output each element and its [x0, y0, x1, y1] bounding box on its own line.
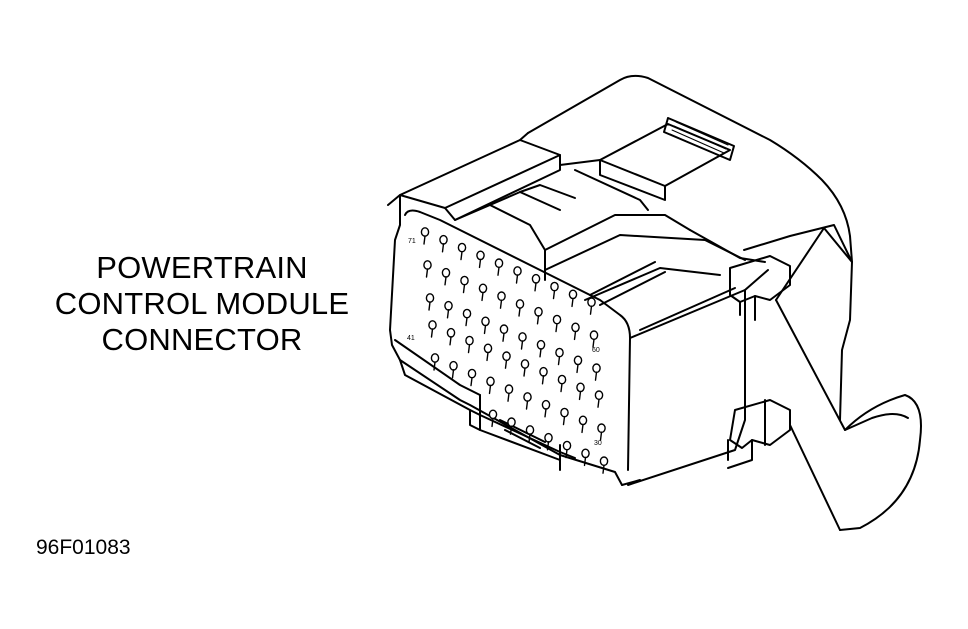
pin-label-71: 71: [408, 238, 416, 245]
pin-terminal: [555, 347, 564, 366]
connector-side-clips: [727, 255, 791, 469]
pin-terminal: [497, 291, 506, 309]
connector-right-side: [621, 269, 769, 486]
pin-terminal: [589, 330, 599, 348]
pin-terminal: [481, 316, 490, 335]
pin-terminal: [518, 332, 527, 350]
pin-terminal: [515, 299, 525, 317]
pin-terminal: [483, 343, 493, 362]
title-line-3: CONNECTOR: [101, 322, 303, 357]
pin-terminal: [536, 339, 546, 358]
pin-terminal: [428, 320, 437, 338]
pin-terminal: [578, 415, 588, 434]
pin-terminal: [539, 366, 548, 385]
pin-terminal: [502, 351, 511, 369]
title-line-1: POWERTRAIN: [96, 250, 308, 285]
pin-terminal: [439, 234, 448, 253]
pin-terminal: [594, 390, 604, 408]
pin-terminal: [425, 293, 435, 311]
pin-terminal: [486, 376, 495, 395]
pin-terminal: [457, 242, 467, 261]
connector-rear-shroud: [519, 74, 853, 421]
pin-terminal: [488, 409, 498, 428]
pin-terminal: [573, 355, 583, 374]
pin-terminal: [507, 417, 516, 435]
title-line-2: CONTROL MODULE: [54, 286, 350, 321]
connector-title: POWERTRAIN CONTROL MODULE CONNECTOR: [24, 250, 380, 358]
pin-terminal: [465, 335, 474, 354]
pin-terminal: [499, 324, 509, 342]
pin-terminal: [550, 281, 559, 300]
pin-terminal: [467, 368, 477, 387]
wire-harness-strap: [775, 227, 922, 531]
pin-terminal: [504, 384, 514, 402]
pin-terminal: [449, 360, 458, 379]
pin-terminal: [420, 227, 430, 245]
pin-terminal: [441, 267, 451, 286]
pin-terminal: [446, 327, 456, 346]
pin-number-labels: 71 41 60 30: [407, 238, 602, 447]
pin-terminal: [478, 283, 488, 302]
connector-top-latch: [559, 117, 735, 211]
pin-terminal: [571, 322, 580, 341]
pin-terminal: [531, 273, 541, 292]
pin-terminal: [523, 392, 532, 410]
pin-terminal: [525, 425, 535, 443]
pin-terminal: [587, 297, 596, 315]
pin-terminal: [576, 382, 585, 401]
pin-terminal: [513, 266, 522, 284]
pin-terminal: [541, 399, 551, 418]
pin-terminal: [494, 258, 504, 276]
connector-top-rails: [399, 139, 766, 306]
pin-terminal-grid: [420, 227, 609, 474]
pin-terminal: [520, 359, 530, 377]
pin-label-41: 41: [407, 335, 415, 342]
pin-terminal: [460, 275, 469, 294]
pin-terminal: [430, 353, 440, 371]
pin-terminal: [444, 300, 453, 319]
pin-terminal: [423, 260, 432, 278]
figure-code: 96F01083: [36, 536, 131, 559]
pin-terminal: [599, 456, 609, 474]
pin-terminal: [476, 250, 485, 269]
pin-terminal: [557, 374, 567, 393]
pin-terminal: [592, 363, 601, 381]
pin-terminal: [544, 432, 553, 451]
pin-terminal: [597, 423, 606, 441]
pin-terminal: [568, 289, 578, 308]
pin-terminal: [581, 448, 590, 467]
pin-label-30: 30: [594, 440, 602, 447]
pin-terminal: [562, 440, 572, 459]
pin-label-60: 60: [592, 347, 600, 354]
pin-terminal: [462, 308, 472, 327]
pin-terminal: [552, 314, 562, 333]
pin-terminal: [560, 407, 569, 426]
pin-terminal: [534, 306, 543, 325]
